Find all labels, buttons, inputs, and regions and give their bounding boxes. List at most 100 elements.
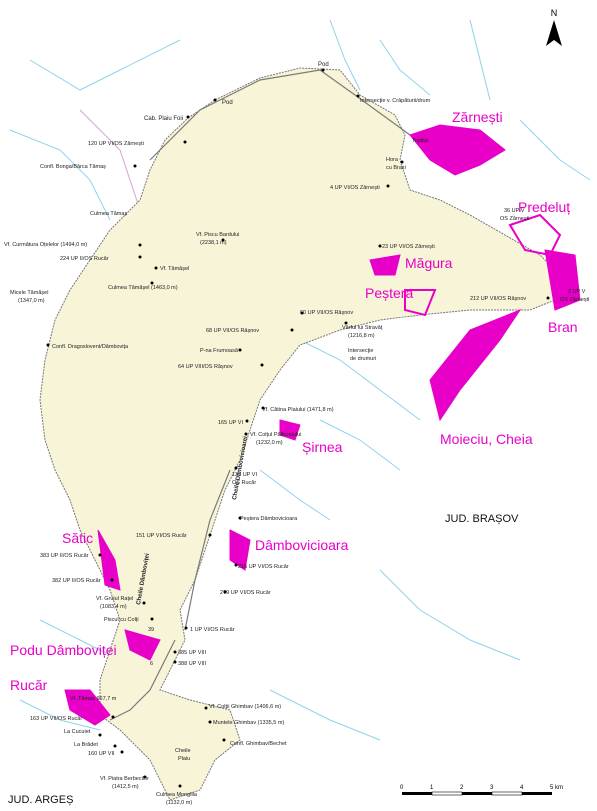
scale-tick-0: 0: [400, 785, 404, 791]
label-pod2: Pod: [222, 100, 233, 106]
point-labels: Pod Pod Intersecţie v. Crăpăturii/drum C…: [4, 62, 589, 806]
label-intersectie-drumuri: Intersecţie: [348, 348, 373, 354]
town-dambovicioara: Dâmbovicioara: [255, 537, 349, 553]
label-up133b: OS Rucăr: [232, 480, 256, 486]
label-cheile: Cheile: [175, 748, 191, 754]
town-predelut: Predeluț: [518, 199, 570, 215]
label-vf-coltii: Vf. Colții Ghimbav (1406,6 m): [209, 704, 281, 710]
label-up60: 60 UP VII/OS Râșnov: [300, 310, 353, 316]
label-up2vb: OS Zărnești: [560, 297, 589, 303]
label-confl-ghimbav: Confl. Ghimbav/Bechet: [230, 741, 287, 747]
label-intersectie: Intersecţie v. Crăpăturii/drum: [360, 98, 431, 104]
north-arrow: N: [546, 8, 562, 46]
label-vf-coltul: Vf. Colțul Pălticiulului: [250, 432, 301, 438]
label-varful-strunga: Vârful lui Stravăț: [342, 325, 383, 331]
label-up163: 163 UP VII/OS Rucăr: [30, 716, 82, 722]
label-up23: 23 UP VI/OS Zărnești: [382, 244, 435, 250]
town-zarnesti: Zărnești: [452, 109, 503, 125]
label-up382: 382 UP II/OS Rucăr: [52, 578, 101, 584]
moieciu-area: [429, 308, 522, 422]
label-up212: 212 UP VII/OS Râșnov: [470, 296, 526, 302]
scale-tick-4: 4: [520, 785, 524, 791]
scale-tick-2: 2: [460, 785, 464, 791]
label-vf-curmatura: Vf. Curmătura Oțelelor (1494,0 m): [4, 242, 87, 248]
label-up165: 165 UP VI: [218, 420, 243, 426]
label-piscul: Piscul cu Colți: [104, 617, 139, 623]
label-vf-grui-alt: (1083,4 m): [100, 604, 127, 610]
label-la-brader: La Brădet: [74, 742, 98, 748]
satic-area: [97, 529, 121, 591]
label-up160: 160 UP VII: [88, 751, 115, 757]
label-confl-bonga: Confl. Bonga/Bârca Tămaș: [40, 164, 106, 170]
label-culmea-mongilia-alt: (1132,0 m): [166, 800, 192, 806]
label-topliti: Topliţa: [412, 138, 429, 144]
label-intersectie-drumuri2: de drumuri: [350, 356, 376, 362]
label-up64: 64 UP VIII/OS Râșnov: [178, 364, 233, 370]
predelut-area: [508, 213, 562, 257]
label-up4: 4 UP VI/OS Zărnești: [330, 185, 380, 191]
label-up2v: 2 UP V: [568, 289, 586, 295]
sirnea-area: [279, 419, 301, 441]
scale-tick-5: 5 km: [550, 785, 563, 791]
label-micele-alt: (1347,0 m): [18, 298, 45, 304]
label-vf-piatra: Vf. Piatra Berbecilor: [100, 776, 149, 782]
label-cab-plaiu: Cab. Plaiu Foii: [144, 116, 183, 122]
town-bran: Bran: [548, 319, 578, 335]
label-micele: Micele Tămășel: [10, 290, 48, 296]
label-plaiu: Plaiu: [178, 756, 190, 762]
bran-area: [544, 249, 581, 311]
label-n39: 39: [148, 627, 154, 633]
scale-tick-3: 3: [490, 785, 494, 791]
label-muntele: Muntele Ghimbav (1335,5 m): [213, 720, 284, 726]
label-up215: 215 UP VI/OS Rucăr: [238, 564, 289, 570]
magura-area: [369, 254, 401, 276]
label-n6: 6: [150, 661, 153, 667]
label-up1: 1 UP VI/OS Rucăr: [190, 627, 235, 633]
park-area: [39, 67, 561, 801]
label-la-cucuiet: La Cucuiet: [64, 729, 91, 735]
label-culmea-tamasel: Culmea Tămășel (1463,0 m): [108, 285, 178, 291]
label-up383: 383 UP II/OS Rucăr: [40, 553, 89, 559]
north-label: N: [551, 8, 558, 18]
label-vf-piscu: Vf. Piscu Bardului: [196, 232, 239, 238]
county-arges: JUD. ARGEȘ: [8, 794, 73, 806]
label-up120: 120 UP VI/OS Zărnești: [88, 141, 144, 147]
rucar-area: [64, 689, 111, 726]
label-vf-coltul-alt: (1232,0 m): [256, 440, 283, 446]
label-pod1: Pod: [318, 62, 329, 68]
towns-areas: [64, 124, 581, 726]
rivers: [9, 19, 591, 741]
label-pna: P-na Frumoasă: [200, 348, 239, 354]
label-up36: 36 UP V: [504, 208, 525, 214]
town-rucar: Rucăr: [10, 677, 48, 693]
north-arrow-icon: [546, 20, 562, 46]
label-up151: 151 UP VI/OS Rucăr: [136, 533, 187, 539]
town-pestera: Peștera: [365, 285, 413, 301]
town-sirnea: Șirnea: [302, 439, 343, 455]
label-culmea-mongilia: Culmea Mongilia: [156, 792, 198, 798]
label-vf-grui: Vf. Gruiul Rațel: [96, 596, 133, 602]
label-vf-piatra-alt: (1412,5 m): [112, 784, 139, 790]
pestera-area: [404, 289, 437, 317]
scale-tick-1: 1: [430, 785, 434, 791]
label-up388: 388 UP VIII: [178, 661, 206, 667]
label-culmea-tamas: Culmea Tămaș: [90, 211, 127, 217]
label-vf-tamasel: Vf. Tămășel: [160, 266, 189, 272]
label-up224: 224 UP II/OS Rucăr: [60, 256, 109, 262]
town-podu: Podu Dâmboviței: [10, 642, 117, 658]
town-satic: Sătic: [62, 530, 93, 546]
label-cu-brazi: cu Brazi: [386, 165, 406, 171]
zarnesti-area: [409, 124, 506, 176]
roads: [109, 69, 411, 721]
label-up36b: OS Zărnești: [500, 216, 529, 222]
label-hora: Hora: [386, 157, 399, 163]
town-magura: Măgura: [405, 255, 453, 271]
dambovicioara-area: [229, 529, 251, 571]
label-up68: 68 UP VII/OS Râșnov: [206, 328, 259, 334]
scale-bar: 0 1 2 3 4 5 km: [400, 785, 563, 796]
podu-area: [124, 629, 161, 661]
label-confl-dragos: Confl. Dragoslovent/Dâmbovița: [52, 344, 129, 350]
label-up279: 279 UP VI/OS Rucăr: [220, 590, 271, 596]
label-vf-catina: Vf. Cătina Plaiului (1471,8 m): [262, 407, 334, 413]
